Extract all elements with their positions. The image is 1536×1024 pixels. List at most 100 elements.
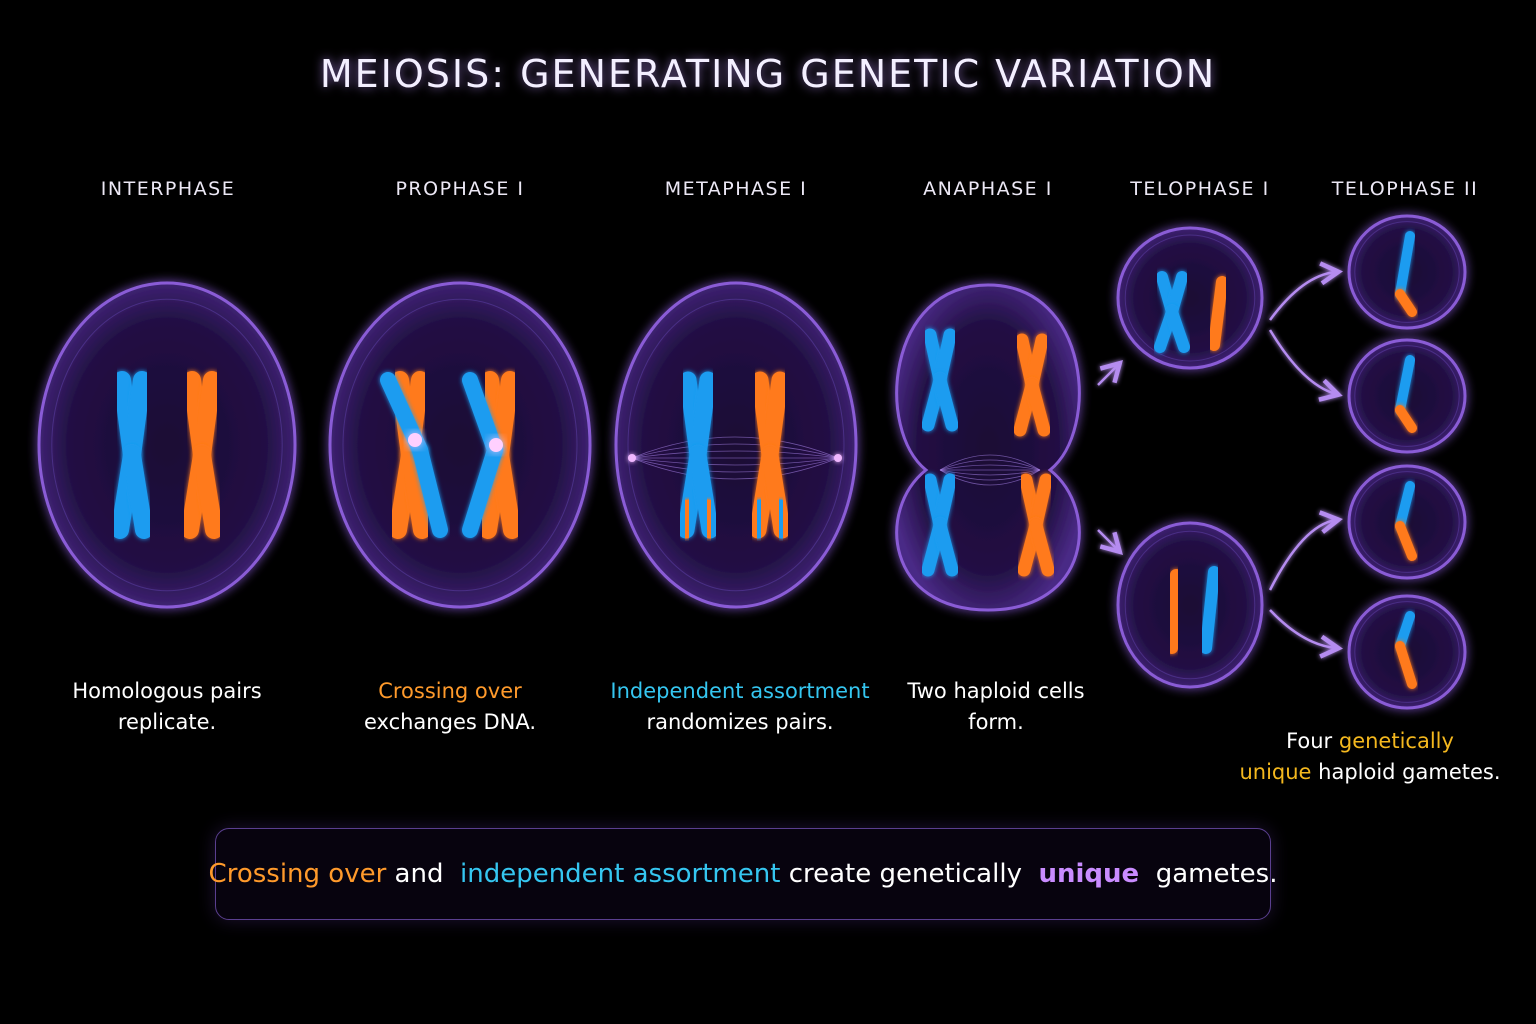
arrow-right-icon: [1268, 510, 1343, 591]
chromosome-icon: [1025, 378, 1051, 437]
arrow-right-icon: [1268, 261, 1344, 321]
gamete-1-nuclear-envelope: [1354, 221, 1460, 323]
chromosome-icon: [1166, 306, 1190, 353]
centrosome-icon: [834, 454, 842, 462]
chromosome-icon: [123, 446, 153, 539]
chromosome-icon: [1395, 289, 1417, 317]
chromosome-icon: [771, 499, 791, 539]
chromosome-icon: [1395, 355, 1415, 415]
caption-segment: randomizes pairs.: [646, 710, 834, 734]
stage-label-interphase: INTERPHASE: [100, 178, 236, 200]
stage-label-metaphase-1: METAPHASE I: [664, 178, 808, 200]
cell-metaphase-1: [614, 281, 858, 609]
caption-line: exchanges DNA.: [310, 707, 590, 738]
caption-segment: haploid gametes.: [1311, 760, 1501, 784]
cell-interphase: [37, 281, 297, 609]
arrow-right-icon: [1097, 360, 1123, 386]
stage-label-telophase-1: TELOPHASE I: [1130, 178, 1270, 200]
chromosome-icon: [1395, 231, 1415, 299]
chromosome-icon: [1395, 521, 1417, 561]
cell-telophase-1-bottom: [1116, 521, 1264, 689]
chromosome-icon: [933, 518, 959, 577]
cell-telophase-1-top: [1116, 226, 1264, 370]
caption-segment: Independent assortment: [610, 679, 870, 703]
caption-line: Four genetically: [1220, 726, 1520, 757]
chromosome-icon: [933, 328, 957, 387]
gamete-3: [1347, 464, 1467, 580]
chromosome-icon: [193, 446, 223, 539]
caption-segment: Crossing over: [378, 679, 522, 703]
summary-segment: and: [386, 859, 460, 889]
caption-segment: Four: [1286, 729, 1339, 753]
spindle-fiber: [939, 464, 1041, 471]
chromosome-icon: [123, 371, 151, 464]
spindle-fiber: [631, 457, 839, 466]
chromosome-icon: [933, 473, 957, 532]
chromosome-icon: [491, 446, 521, 539]
chromosome-icon: [749, 499, 769, 539]
chromosome-icon: [1166, 569, 1182, 654]
chromosome-icon: [1166, 271, 1188, 318]
spindle-fiber: [631, 450, 839, 459]
chromosome-icon: [1395, 641, 1417, 689]
chromosome-icon: [1395, 405, 1417, 433]
arrow-right-icon: [1269, 609, 1344, 659]
cell-prophase-1: [328, 281, 592, 609]
chromosome-icon: [462, 372, 503, 458]
caption-segment: Two haploid cells: [907, 679, 1085, 703]
caption-segment: Homologous pairs: [72, 679, 262, 703]
spindle-fiber: [939, 459, 1041, 471]
caption-segment: unique: [1239, 760, 1312, 784]
caption-interphase: Homologous pairs replicate.: [27, 676, 307, 738]
spindle-fiber: [939, 469, 1041, 476]
cell-interphase-nuclear-envelope: [51, 298, 283, 592]
chromosome-icon: [1208, 276, 1228, 351]
spindle-fiber: [631, 457, 839, 473]
gamete-2-nuclear-envelope: [1354, 345, 1460, 447]
stage-label-anaphase-1: ANAPHASE I: [923, 178, 1053, 200]
chromosome-icon: [193, 371, 221, 464]
chromosome-icon: [1395, 481, 1415, 531]
arrow-right-icon: [1268, 329, 1343, 402]
cell-metaphase-1-nuclear-envelope: [627, 298, 845, 592]
chromosome-icon: [933, 373, 959, 432]
caption-prophase-1: Crossing over exchanges DNA.: [310, 676, 590, 738]
crossover-point: [489, 438, 503, 452]
caption-segment: form.: [968, 710, 1024, 734]
cell-telophase-1-top-nuclear-envelope: [1124, 234, 1256, 362]
cell-telophase-1-bottom-nuclear-envelope: [1124, 530, 1256, 680]
caption-line: Crossing over: [310, 676, 590, 707]
arrow-right-icon: [1097, 529, 1123, 555]
chromosome-icon: [1029, 473, 1053, 532]
stage-label-prophase-1: PROPHASE I: [395, 178, 525, 200]
summary-segment: independent assortment: [460, 859, 781, 889]
caption-segment: replicate.: [117, 710, 217, 734]
caption-segment: exchanges DNA.: [363, 710, 537, 734]
caption-anaphase-1: Two haploid cells form.: [856, 676, 1136, 738]
summary-segment: unique: [1038, 859, 1140, 889]
page-title: MEIOSIS: GENERATING GENETIC VARIATION: [319, 52, 1217, 96]
gamete-3-nuclear-envelope: [1354, 471, 1460, 573]
cell-prophase-1-nuclear-envelope: [342, 298, 578, 592]
centrosome-icon: [628, 454, 636, 462]
caption-line: randomizes pairs.: [600, 707, 880, 738]
summary-segment: Crossing over: [208, 859, 387, 889]
stage-label-telophase-2: TELOPHASE II: [1331, 178, 1479, 200]
chromosome-icon: [412, 442, 448, 538]
chromosome-icon: [761, 371, 789, 464]
caption-line: unique haploid gametes.: [1220, 757, 1520, 788]
caption-line: form.: [856, 707, 1136, 738]
chromosome-icon: [1395, 611, 1415, 651]
chromosome-icon: [462, 442, 503, 538]
gamete-4-nuclear-envelope: [1354, 601, 1460, 703]
caption-line: Two haploid cells: [856, 676, 1136, 707]
caption-line: Homologous pairs: [27, 676, 307, 707]
crossover-point: [408, 433, 422, 447]
spindle-fiber: [939, 454, 1041, 471]
summary-segment: gametes.: [1139, 859, 1278, 889]
chromosome-icon: [401, 446, 431, 539]
chromosome-icon: [699, 499, 719, 539]
summary-segment: create genetically: [780, 859, 1039, 889]
spindle-fiber: [631, 443, 839, 459]
